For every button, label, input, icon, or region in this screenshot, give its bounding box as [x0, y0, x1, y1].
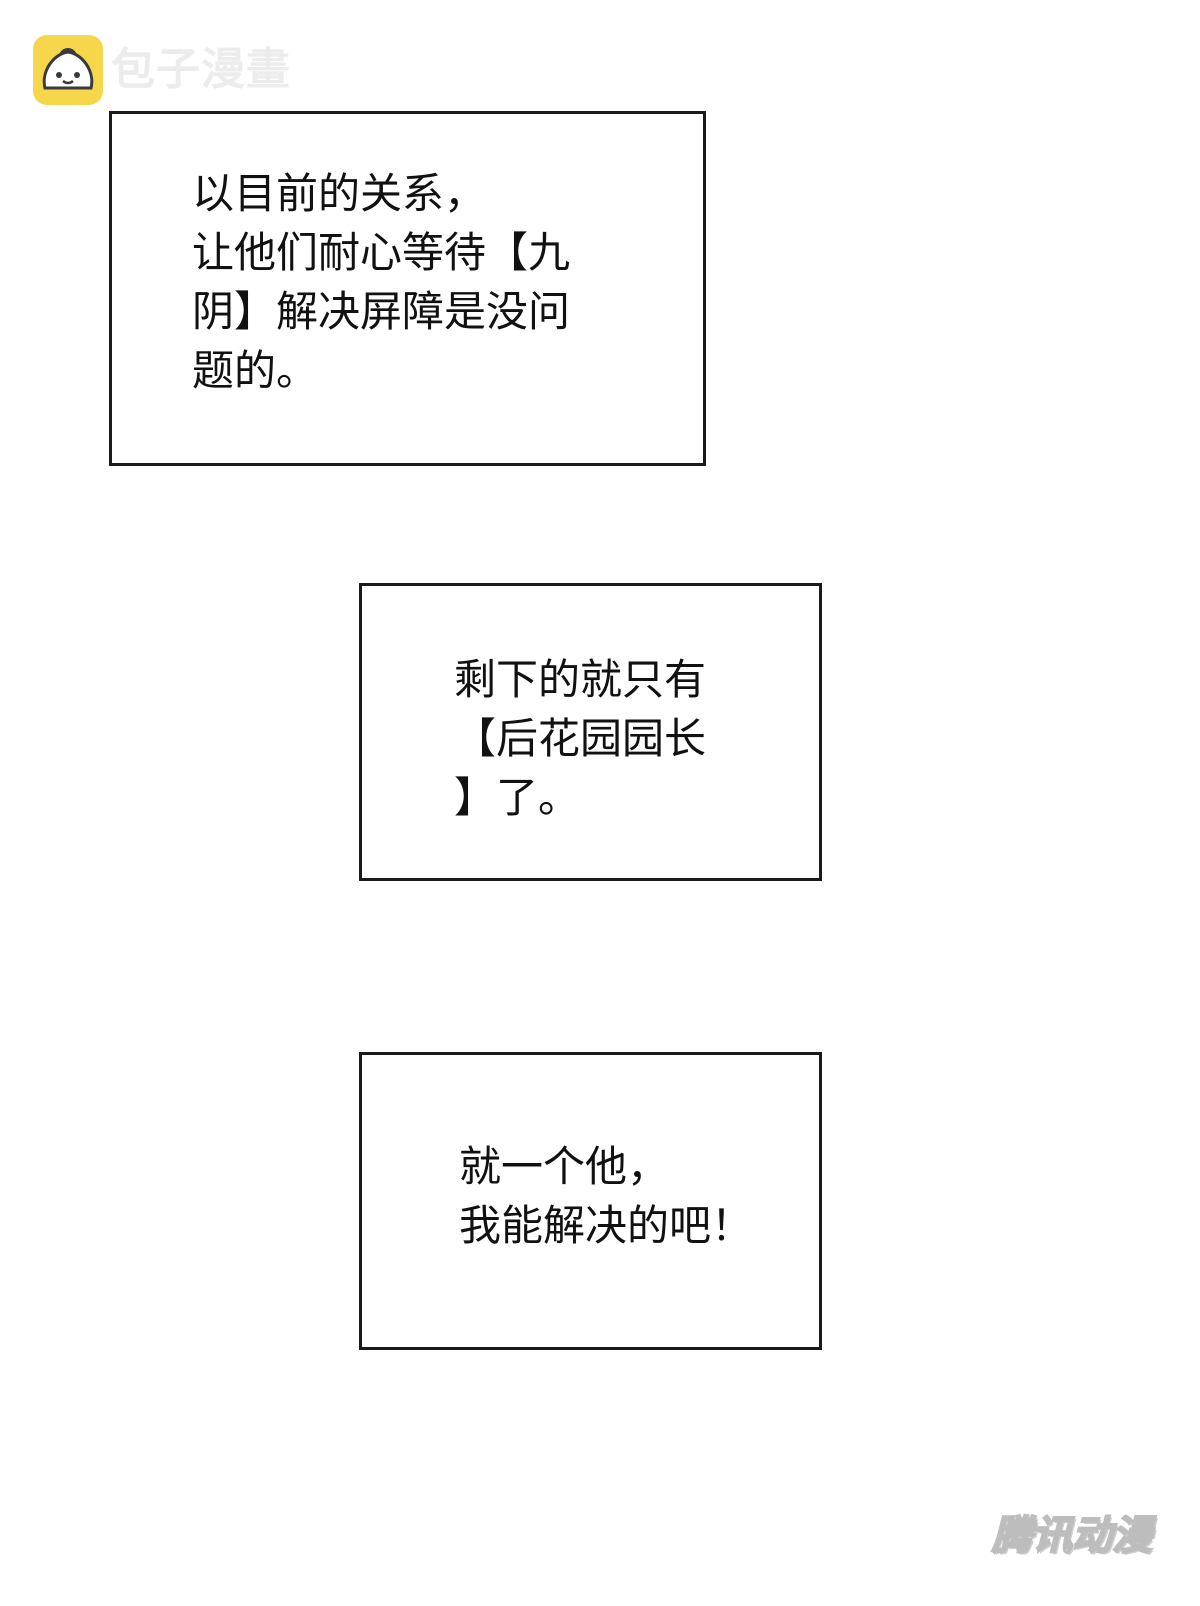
steamed-bun-icon	[33, 35, 103, 105]
narration-text-2: 剩下的就只有 【后花园园长 】了。	[454, 655, 707, 822]
narration-box-3: 就一个他， 我能解决的吧！	[359, 1052, 822, 1350]
watermark-text: 包子漫畫	[111, 44, 291, 95]
narration-box-2: 剩下的就只有 【后花园园长 】了。	[359, 583, 822, 881]
narration-text-1: 以目前的关系， 让他们耐心等待【九 阴】解决屏障是没问 题的。	[192, 169, 571, 395]
narration-text-3: 就一个他， 我能解决的吧！	[459, 1142, 754, 1250]
narration-box-1: 以目前的关系， 让他们耐心等待【九 阴】解决屏障是没问 题的。	[109, 111, 706, 466]
publisher-watermark: 腾讯动漫	[991, 1513, 1153, 1559]
site-watermark: 包子漫畫	[33, 34, 291, 106]
